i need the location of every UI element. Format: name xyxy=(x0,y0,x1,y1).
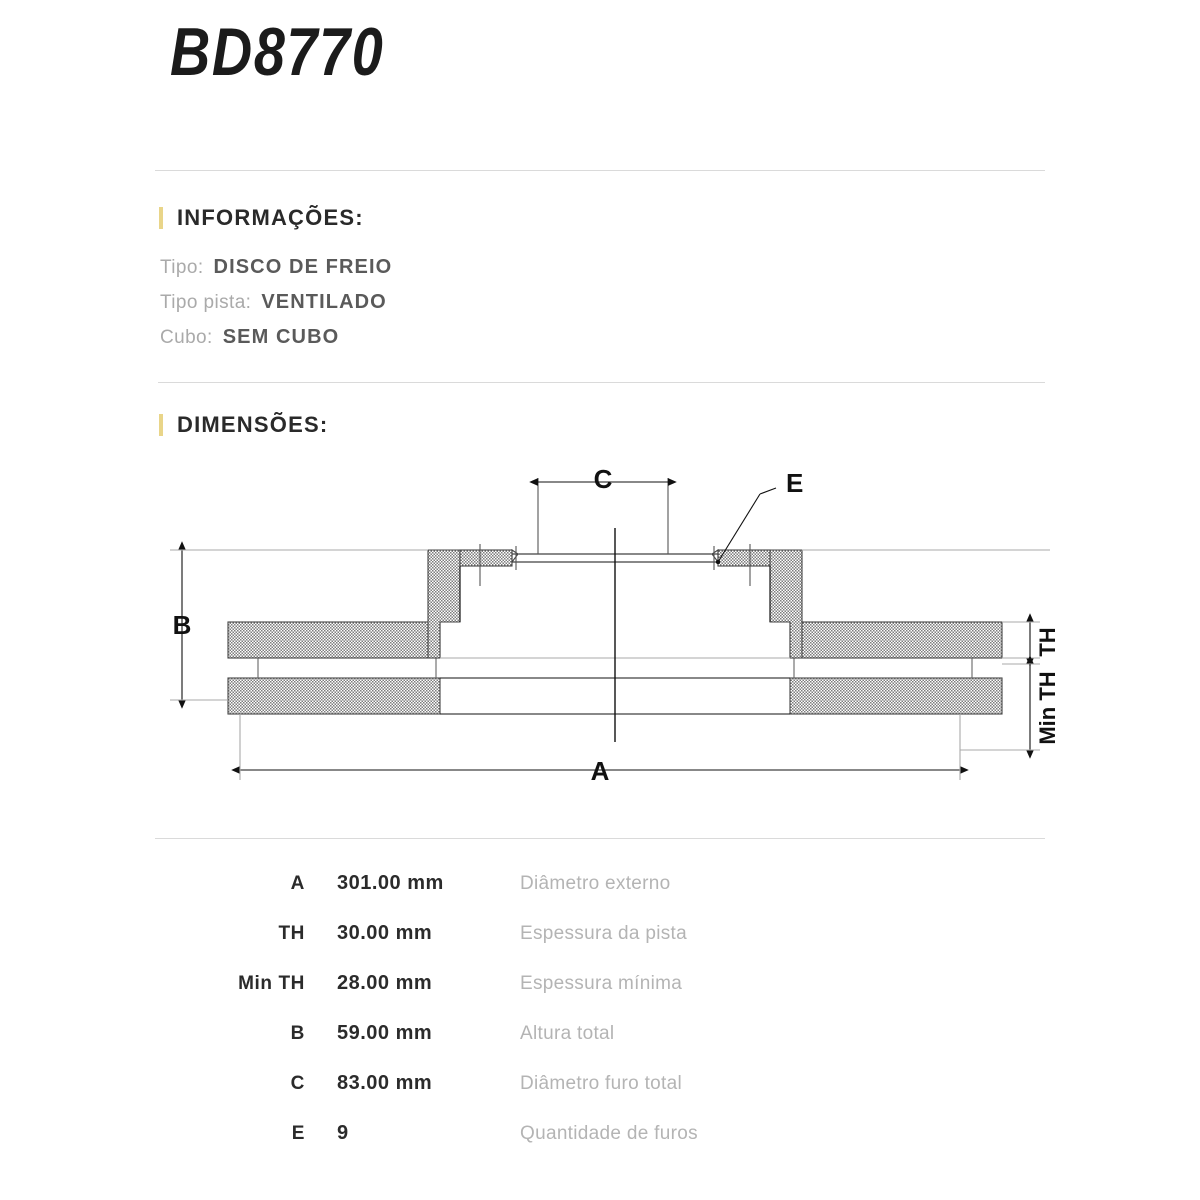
accent-bar-icon xyxy=(159,414,163,436)
dimension-value: 301.00 mm xyxy=(337,872,444,894)
section-heading-label: INFORMAÇÕES: xyxy=(177,205,364,230)
dimension-value: 30.00 mm xyxy=(337,922,433,944)
dimension-value: 9 xyxy=(337,1122,349,1144)
dimension-label-a: A xyxy=(591,756,610,786)
page-title: BD8770 xyxy=(170,14,385,90)
dimension-key: C xyxy=(290,1073,305,1094)
table-row: TH 30.00 mm Espessura da pista xyxy=(175,922,875,972)
section-heading-label: DIMENSÕES: xyxy=(177,412,329,437)
dimension-desc: Diâmetro furo total xyxy=(520,1073,682,1094)
accent-bar-icon xyxy=(159,207,163,229)
info-row: Cubo: SEM CUBO xyxy=(160,326,392,361)
dimension-label-min-th: Min TH xyxy=(1035,671,1060,744)
info-value: DISCO DE FREIO xyxy=(213,256,393,278)
info-value: SEM CUBO xyxy=(222,326,340,348)
table-row: C 83.00 mm Diâmetro furo total xyxy=(175,1072,875,1122)
brake-disc-cross-section-drawing: C E B A TH Min TH xyxy=(150,450,1080,830)
info-row: Tipo: DISCO DE FREIO xyxy=(160,256,392,291)
section-heading-dimensoes: DIMENSÕES: xyxy=(159,412,328,438)
dimension-key: B xyxy=(290,1023,305,1044)
table-row: Min TH 28.00 mm Espessura mínima xyxy=(175,972,875,1022)
info-list: Tipo: DISCO DE FREIO Tipo pista: VENTILA… xyxy=(160,256,392,361)
dimension-label-b: B xyxy=(173,610,192,640)
info-value: VENTILADO xyxy=(261,291,387,313)
dimension-label-th: TH xyxy=(1035,627,1060,656)
dimension-value: 28.00 mm xyxy=(337,972,433,994)
divider-middle xyxy=(158,382,1045,383)
dimension-value: 59.00 mm xyxy=(337,1022,433,1044)
dimension-key: A xyxy=(290,873,305,894)
dimension-label-e: E xyxy=(786,468,803,498)
dimensions-table: A 301.00 mm Diâmetro externo TH 30.00 mm… xyxy=(175,872,875,1172)
table-row: E 9 Quantidade de furos xyxy=(175,1122,875,1172)
info-label: Tipo pista: xyxy=(160,292,252,313)
dimension-desc: Espessura mínima xyxy=(520,973,683,994)
dimension-key: Min TH xyxy=(238,973,305,994)
dimension-key: TH xyxy=(278,923,305,944)
dimension-desc: Espessura da pista xyxy=(520,923,687,944)
divider-bottom xyxy=(155,838,1045,839)
info-label: Cubo: xyxy=(160,327,213,348)
dimension-value: 83.00 mm xyxy=(337,1072,433,1094)
info-row: Tipo pista: VENTILADO xyxy=(160,291,392,326)
dimension-desc: Altura total xyxy=(520,1023,615,1044)
dimension-label-c: C xyxy=(594,464,613,494)
dimension-key: E xyxy=(291,1123,305,1144)
divider-top xyxy=(155,170,1045,171)
info-label: Tipo: xyxy=(160,257,204,278)
dimension-desc: Diâmetro externo xyxy=(520,873,671,894)
table-row: A 301.00 mm Diâmetro externo xyxy=(175,872,875,922)
dimension-desc: Quantidade de furos xyxy=(520,1123,698,1144)
table-row: B 59.00 mm Altura total xyxy=(175,1022,875,1072)
section-heading-informacoes: INFORMAÇÕES: xyxy=(159,205,364,231)
